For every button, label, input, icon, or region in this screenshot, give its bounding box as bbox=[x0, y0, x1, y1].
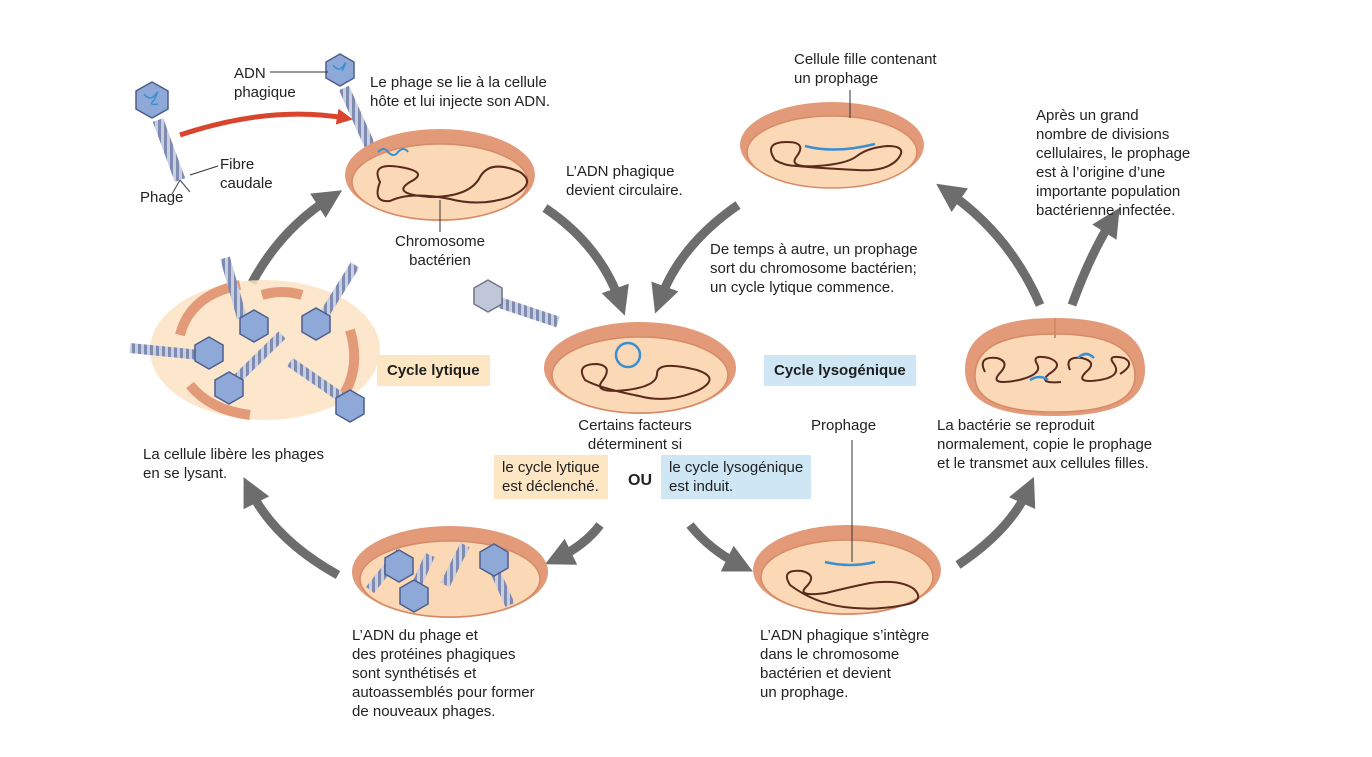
label-cellule-fille: Cellule fille contenant un prophage bbox=[794, 51, 937, 87]
cell-attach bbox=[345, 129, 535, 221]
label-ou: OU bbox=[628, 472, 652, 489]
label-bacterie-reproduit: La bactérie se reproduit normalement, co… bbox=[937, 417, 1153, 472]
cycle-arrows bbox=[243, 183, 1120, 579]
label-prophage: Prophage bbox=[811, 417, 877, 434]
lysing-cell bbox=[129, 256, 380, 423]
arrow-to-population bbox=[1067, 207, 1120, 307]
label-certains-facteurs: Certains facteurs déterminent si bbox=[578, 417, 692, 453]
cell-integration bbox=[753, 525, 941, 615]
badge-cycle-lytique: Cycle lytique bbox=[377, 355, 490, 386]
cell-daughter bbox=[740, 102, 924, 189]
arrow-to-daughter bbox=[936, 183, 1045, 307]
badge-cycle-lysogenique: Cycle lysogénique bbox=[764, 355, 916, 386]
label-adn-phage-synthetise: L’ADN du phage et des protéines phagique… bbox=[352, 627, 535, 720]
badge-lysogenique-induit: le cycle lysogénique est induit. bbox=[661, 455, 812, 499]
arrow-to-circular bbox=[542, 204, 629, 316]
cell-dividing bbox=[965, 318, 1145, 416]
label-adn-phagique: ADN phagique bbox=[234, 65, 296, 101]
label-cellule-libere: La cellule libère les phages en se lysan… bbox=[143, 446, 324, 482]
label-chromosome-bacterien: Chromosome bactérien bbox=[394, 233, 486, 269]
free-phage-icon bbox=[135, 81, 191, 195]
label-phage-se-lie: Le phage se lie à la cellule hôte et lui… bbox=[370, 74, 551, 110]
fibre-leader bbox=[189, 165, 219, 176]
label-phage: Phage bbox=[140, 189, 184, 206]
label-adn-integre: L’ADN phagique s’intègre dans le chromos… bbox=[760, 627, 930, 701]
arrow-prophage-exit bbox=[651, 201, 741, 314]
label-de-temps-a-autre: De temps à autre, un prophage sort du ch… bbox=[710, 241, 918, 296]
cell-synthesis bbox=[352, 526, 548, 618]
label-fibre-caudale: Fibre caudale bbox=[220, 156, 273, 192]
arrow-to-lysis bbox=[243, 477, 341, 579]
label-adn-circulaire: L’ADN phagique devient circulaire. bbox=[566, 163, 683, 199]
arrow-infection bbox=[179, 108, 353, 138]
arrow-to-reproduce bbox=[955, 476, 1036, 569]
arrow-lysis-to-attach bbox=[248, 190, 343, 286]
cell-circular bbox=[544, 322, 736, 414]
badge-lytique-declenche: le cycle lytique est déclenché. bbox=[494, 455, 608, 499]
arrow-to-lysogenic bbox=[686, 522, 753, 572]
arrow-to-lytic bbox=[545, 522, 604, 565]
attaching-phage-icon bbox=[325, 53, 376, 149]
spent-phage-icon bbox=[473, 279, 560, 328]
label-apres-divisions: Après un grand nombre de divisions cellu… bbox=[1036, 107, 1191, 219]
